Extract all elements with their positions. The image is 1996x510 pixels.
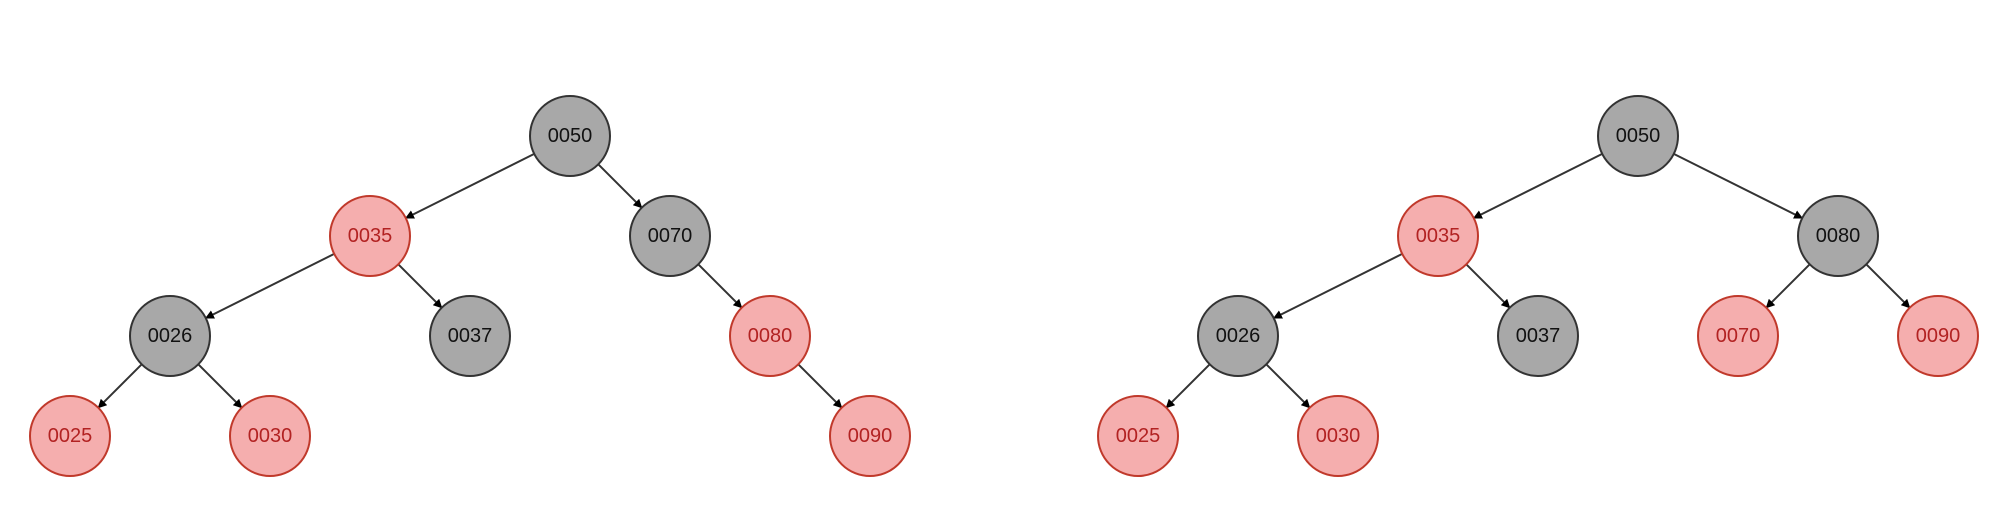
tree-after: 0050 0035 0080 0026 0037 0070 0090 0025 0030 [1097,95,1979,477]
tree-node-0090: 0090 [829,395,911,477]
edge-m26-m30 [1265,363,1311,409]
edge-n26-n25 [97,363,143,409]
black-node-circle [1597,95,1679,177]
edge-m50-m35 [1472,152,1603,220]
black-node-circle [1497,295,1579,377]
tree-node-0080: 0080 [1797,195,1879,277]
node-label: 0080 [748,325,793,347]
node-label: 0025 [48,425,93,447]
edge-n70-n80 [697,263,743,309]
black-node-circle [1197,295,1279,377]
red-node-circle [229,395,311,477]
red-node-circle [729,295,811,377]
red-node-circle [1397,195,1479,277]
tree-node-0080: 0080 [729,295,811,377]
node-label: 0037 [1516,325,1561,347]
tree-node-0050: 0050 [1597,95,1679,177]
red-node-circle [1697,295,1779,377]
tree-node-0035: 0035 [1397,195,1479,277]
tree-node-0030: 0030 [1297,395,1379,477]
tree-before: 0050 0035 0070 0026 0037 0080 0025 0030 0090 [29,95,911,477]
node-label: 0035 [1416,225,1461,247]
edge-m35-m26 [1272,252,1403,320]
node-label: 0050 [1616,125,1661,147]
node-label: 0090 [1916,325,1961,347]
node-label: 0026 [148,325,193,347]
red-node-circle [1097,395,1179,477]
edge-m26-m25 [1165,363,1211,409]
black-node-circle [1797,195,1879,277]
edge-m35-m37 [1465,263,1511,309]
edge-m50-m80 [1673,152,1804,220]
edge-n50-n35 [404,152,535,220]
red-node-circle [329,195,411,277]
tree-node-0030: 0030 [229,395,311,477]
red-node-circle [29,395,111,477]
edge-n50-n70 [597,163,643,209]
tree-node-0035: 0035 [329,195,411,277]
tree-node-0050: 0050 [529,95,611,177]
black-node-circle [429,295,511,377]
node-label: 0050 [548,125,593,147]
node-label: 0026 [1216,325,1261,347]
node-label: 0030 [248,425,293,447]
edge-n35-n37 [397,263,443,309]
edge-n35-n26 [204,252,335,320]
node-label: 0030 [1316,425,1361,447]
red-node-circle [829,395,911,477]
node-label: 0090 [848,425,893,447]
tree-node-0090: 0090 [1897,295,1979,377]
edge-m80-m90 [1865,263,1911,309]
edge-m80-m70 [1765,263,1811,309]
tree-node-0026: 0026 [1197,295,1279,377]
tree-node-0025: 0025 [29,395,111,477]
tree-node-0070: 0070 [629,195,711,277]
tree-node-0037: 0037 [1497,295,1579,377]
tree-node-0025: 0025 [1097,395,1179,477]
node-label: 0035 [348,225,393,247]
black-node-circle [629,195,711,277]
node-label: 0070 [1716,325,1761,347]
node-label: 0037 [448,325,493,347]
tree-node-0037: 0037 [429,295,511,377]
red-node-circle [1897,295,1979,377]
node-label: 0025 [1116,425,1161,447]
node-label: 0070 [648,225,693,247]
node-label: 0080 [1816,225,1861,247]
edge-n80-n90 [797,363,843,409]
tree-node-0070: 0070 [1697,295,1779,377]
tree-node-0026: 0026 [129,295,211,377]
black-node-circle [529,95,611,177]
black-node-circle [129,295,211,377]
red-node-circle [1297,395,1379,477]
edge-n26-n30 [197,363,243,409]
